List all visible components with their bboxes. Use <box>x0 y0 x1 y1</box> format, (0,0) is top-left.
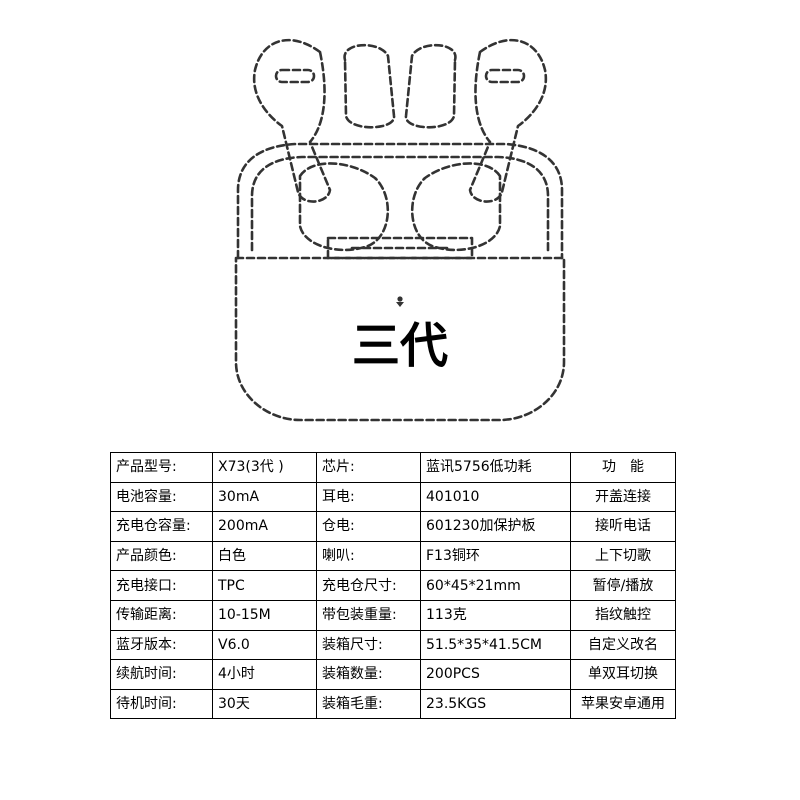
case-lid-inner-outline <box>250 155 550 252</box>
spec-value: 10-15M <box>212 599 317 631</box>
spec-value: 60*45*21mm <box>420 570 571 601</box>
right-earbud-outline <box>468 38 548 203</box>
spec-label: 装箱数量: <box>316 659 421 690</box>
function-feature: 苹果安卓通用 <box>570 688 676 720</box>
spec-label: 仓电: <box>316 511 421 542</box>
spec-label: 续航时间: <box>110 659 213 690</box>
spec-value: 200PCS <box>420 659 571 690</box>
spec-label: 电池容量: <box>110 481 213 513</box>
spec-label: 待机时间: <box>110 688 213 720</box>
airpods-case-outline-icon: 三代 <box>234 38 566 422</box>
spec-value: 30天 <box>212 688 317 720</box>
product-title: 三代 <box>352 318 448 374</box>
spec-value: X73(3代 ) <box>212 452 317 483</box>
spec-value: 401010 <box>420 481 571 513</box>
spec-label: 耳电: <box>316 481 421 513</box>
spec-label: 充电仓尺寸: <box>316 570 421 601</box>
spec-value: 30mA <box>212 481 317 513</box>
left-earbud-outline <box>252 38 332 203</box>
spec-label: 喇叭: <box>316 540 421 572</box>
spec-value: TPC <box>212 570 317 601</box>
table-row: 产品型号:X73(3代 )芯片:蓝讯5756低功耗功 能 <box>110 452 676 483</box>
function-feature: 开盖连接 <box>570 481 676 513</box>
function-feature: 自定义改名 <box>570 629 676 661</box>
spec-label: 芯片: <box>316 452 421 483</box>
spec-value: 200mA <box>212 511 317 542</box>
spec-value: 白色 <box>212 540 317 572</box>
spec-label: 蓝牙版本: <box>110 629 213 661</box>
function-feature: 接听电话 <box>570 511 676 542</box>
case-body-outline <box>234 256 566 422</box>
spec-label: 充电仓容量: <box>110 511 213 542</box>
spec-label: 装箱尺寸: <box>316 629 421 661</box>
spec-value: 51.5*35*41.5CM <box>420 629 571 661</box>
function-feature: 暂停/播放 <box>570 570 676 601</box>
table-row: 产品颜色:白色喇叭:F13铜环上下切歌 <box>110 540 676 572</box>
spec-label: 产品颜色: <box>110 540 213 572</box>
spec-value: F13铜环 <box>420 540 571 572</box>
spec-label: 带包装重量: <box>316 599 421 631</box>
spec-value: 113克 <box>420 599 571 631</box>
left-bud-cavity <box>298 162 389 252</box>
function-feature: 单双耳切换 <box>570 659 676 690</box>
spec-value: 601230加保护板 <box>420 511 571 542</box>
spec-label: 装箱毛重: <box>316 688 421 720</box>
spec-label: 充电接口: <box>110 570 213 601</box>
function-feature: 指纹触控 <box>570 599 676 631</box>
case-lid-outline <box>236 142 564 260</box>
spec-label: 产品型号: <box>110 452 213 483</box>
product-illustration: 三代 <box>234 38 566 422</box>
right-bud-cavity <box>411 162 502 252</box>
spec-value: V6.0 <box>212 629 317 661</box>
left-ear-tip <box>343 43 396 129</box>
led-indicator-icon <box>396 296 404 307</box>
function-feature: 上下切歌 <box>570 540 676 572</box>
spec-label: 传输距离: <box>110 599 213 631</box>
spec-value: 蓝讯5756低功耗 <box>420 452 571 483</box>
right-ear-tip <box>404 43 457 129</box>
spec-value: 4小时 <box>212 659 317 690</box>
function-feature: 功 能 <box>570 452 676 483</box>
spec-value: 23.5KGS <box>420 688 571 720</box>
